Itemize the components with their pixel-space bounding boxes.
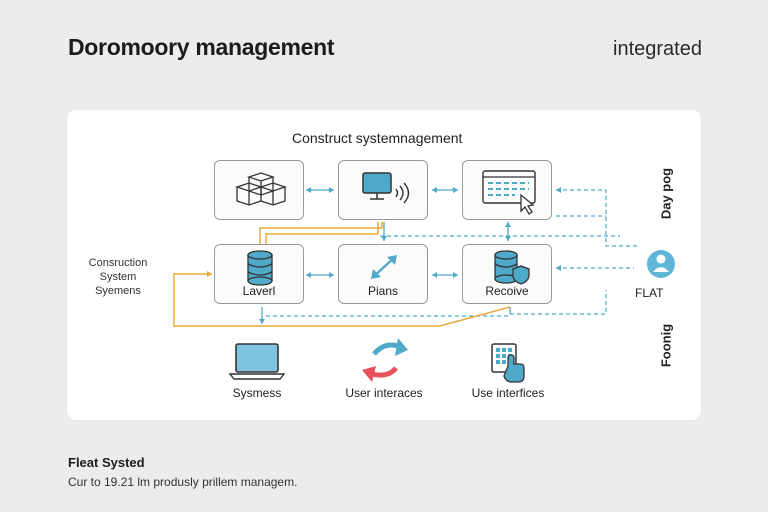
footer-title: Fleat Systed (68, 455, 145, 470)
box-label-layer: Laverl (242, 284, 276, 298)
layer-box[interactable]: Laverl (214, 244, 304, 304)
diagonal-arrows-icon (371, 255, 397, 279)
database-icon (247, 250, 273, 286)
monitor-box[interactable] (338, 160, 428, 220)
bottom-item-user-interaces: User interaces (345, 386, 423, 400)
box-label-receive: Recoive (485, 284, 529, 298)
database-shield-icon (494, 250, 530, 285)
sync-arrows-icon (362, 338, 408, 382)
receive-box[interactable]: Recoive (462, 244, 552, 304)
box-label-plans: Pians (367, 284, 399, 298)
bottom-item-use-interfices: Use interfices (471, 386, 545, 400)
browser-box[interactable] (462, 160, 552, 220)
browser-cursor-icon (482, 170, 536, 215)
touch-panel-icon (491, 343, 525, 383)
diagram-title: Construct systemnagement (292, 130, 463, 146)
footer-subtitle: Cur to 19.21 lm produsly prillem managem… (68, 475, 298, 489)
header-tag: integrated (613, 38, 702, 60)
cubes-icon (234, 172, 288, 206)
right-label-bottom: Foonig (658, 323, 674, 368)
plans-box[interactable]: Pians (338, 244, 428, 304)
page-title: Doromoory management (68, 34, 335, 60)
monitor-signal-icon (362, 172, 410, 204)
cubes-box[interactable] (214, 160, 304, 220)
bottom-item-sysmess: Sysmess (232, 386, 282, 400)
right-label-middle: FLAT (635, 286, 664, 300)
side-label: Consruction System Syemens (88, 257, 148, 297)
laptop-icon (228, 343, 286, 380)
